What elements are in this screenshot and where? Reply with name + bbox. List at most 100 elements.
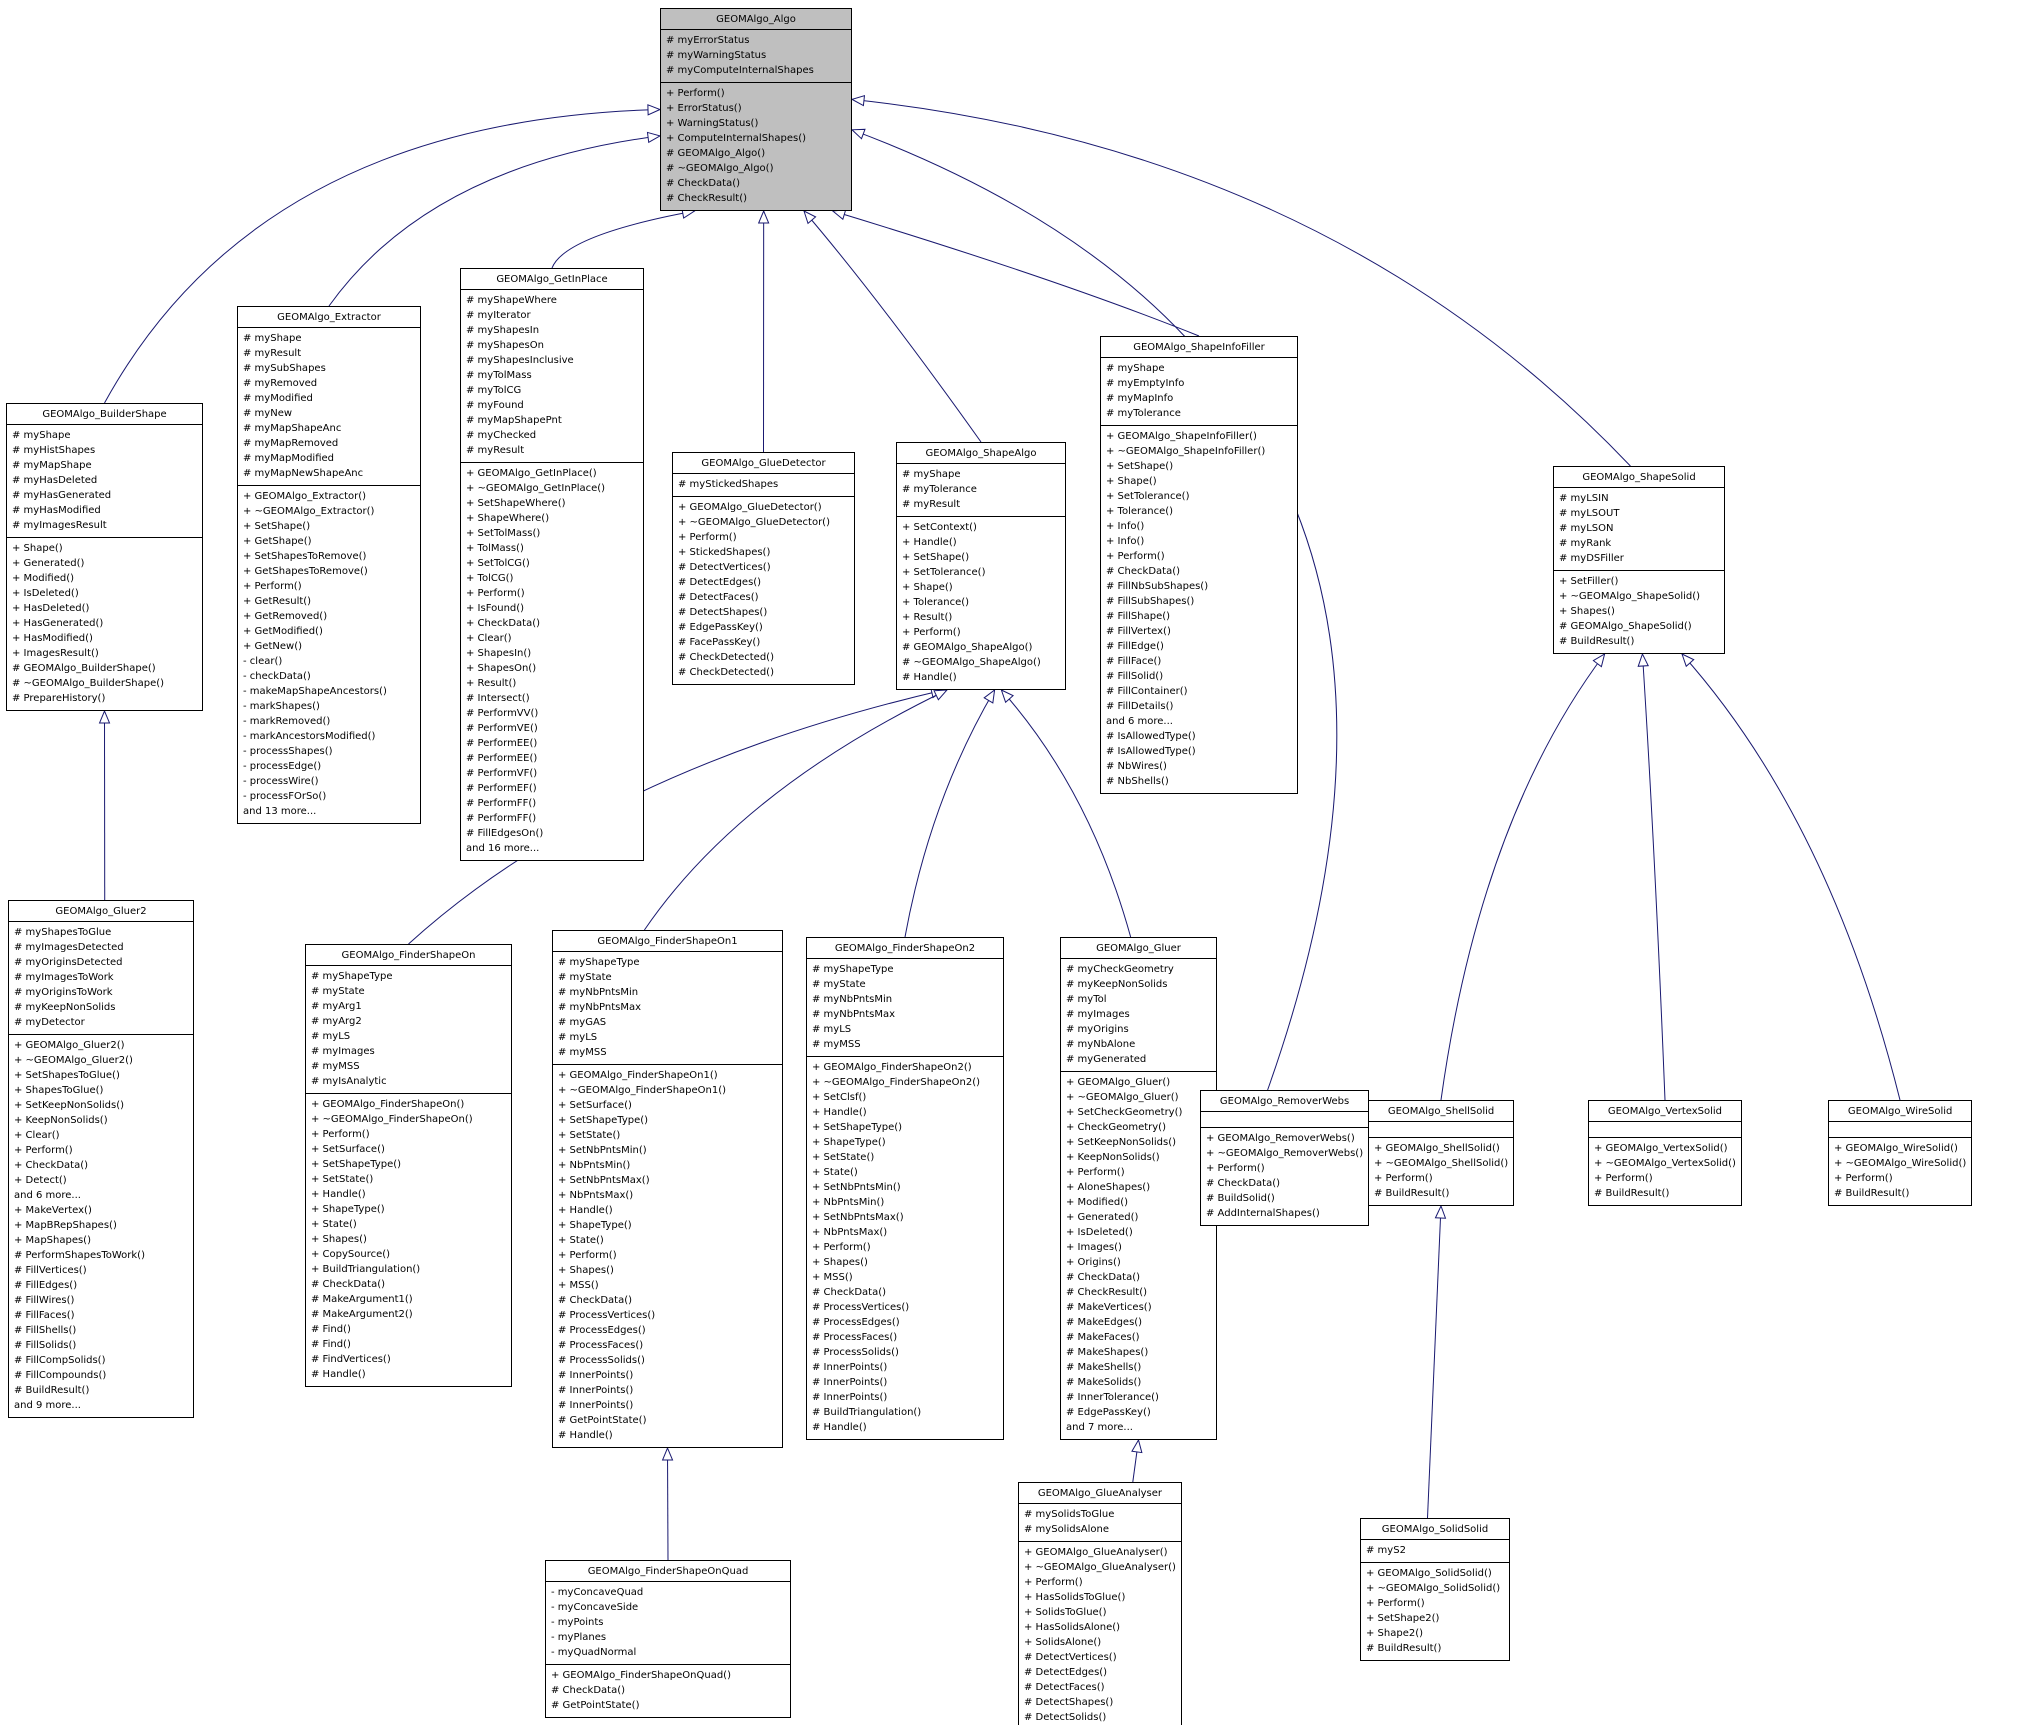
attribute-line: # myLS xyxy=(558,1032,598,1043)
method-line: + SetShapeWhere() xyxy=(466,498,566,509)
method-line: # FillVertices() xyxy=(14,1265,87,1276)
class-box-gluer2[interactable]: GEOMAlgo_Gluer2# myShapesToGlue# myImage… xyxy=(8,900,194,1418)
class-box-finder_shape_on2[interactable]: GEOMAlgo_FinderShapeOn2# myShapeType# my… xyxy=(806,937,1004,1440)
method-line: + Perform() xyxy=(666,88,725,99)
class-box-get_in_place[interactable]: GEOMAlgo_GetInPlace# myShapeWhere# myIte… xyxy=(460,268,644,861)
method-line: # MakeFaces() xyxy=(1066,1332,1140,1343)
attribute-line: # myCheckGeometry xyxy=(1066,964,1174,975)
class-box-solid_solid[interactable]: GEOMAlgo_SolidSolid# myS2+ GEOMAlgo_Soli… xyxy=(1360,1518,1510,1661)
method-line: + ~GEOMAlgo_SolidSolid() xyxy=(1366,1583,1501,1594)
method-line: + Result() xyxy=(902,612,953,623)
method-line: + Perform() xyxy=(1024,1577,1083,1588)
class-box-algo[interactable]: GEOMAlgo_Algo# myErrorStatus# myWarningS… xyxy=(660,8,852,211)
class-box-finder_shape_on_quad[interactable]: GEOMAlgo_FinderShapeOnQuad- myConcaveQua… xyxy=(545,1560,791,1718)
method-line: - markAncestorsModified() xyxy=(243,731,376,742)
attribute-line: # myOriginsDetected xyxy=(14,957,123,968)
class-box-remover_webs[interactable]: GEOMAlgo_RemoverWebs+ GEOMAlgo_RemoverWe… xyxy=(1200,1090,1370,1226)
method-line: + KeepNonSolids() xyxy=(1066,1152,1160,1163)
attribute-line: # myTolMass xyxy=(466,370,532,381)
method-line: + Perform() xyxy=(678,532,737,543)
attribute-line: # myDetector xyxy=(14,1017,85,1028)
method-line: + Shape() xyxy=(1106,476,1157,487)
method-line: + State() xyxy=(311,1219,357,1230)
class-attributes: # myShapesToGlue# myImagesDetected# myOr… xyxy=(9,922,193,1035)
attribute-line: # mySolidsToGlue xyxy=(1024,1509,1115,1520)
attribute-line: # myGenerated xyxy=(1066,1054,1147,1065)
method-line: # ~GEOMAlgo_BuilderShape() xyxy=(12,678,165,689)
class-methods: + Shape()+ Generated()+ Modified()+ IsDe… xyxy=(7,538,202,710)
method-line: # EdgePassKey() xyxy=(1066,1407,1151,1418)
attribute-line: # myTolerance xyxy=(1106,408,1181,419)
class-box-glue_detector[interactable]: GEOMAlgo_GlueDetector# myStickedShapes+ … xyxy=(672,452,855,685)
method-line: + MSS() xyxy=(812,1272,853,1283)
method-line: + Perform() xyxy=(1206,1163,1265,1174)
class-box-shell_solid[interactable]: GEOMAlgo_ShellSolid+ GEOMAlgo_ShellSolid… xyxy=(1368,1100,1515,1206)
attribute-line: # myShapesToGlue xyxy=(14,927,112,938)
method-line: + Shapes() xyxy=(1559,606,1615,617)
method-line: # DetectEdges() xyxy=(1024,1667,1108,1678)
method-line: # FindVertices() xyxy=(311,1354,391,1365)
method-line: # FillDetails() xyxy=(1106,701,1174,712)
method-line: + Perform() xyxy=(14,1145,73,1156)
class-box-vertex_solid[interactable]: GEOMAlgo_VertexSolid+ GEOMAlgo_VertexSol… xyxy=(1588,1100,1742,1206)
method-line: + HasDeleted() xyxy=(12,603,90,614)
method-line: # Find() xyxy=(311,1324,351,1335)
method-line: + HasModified() xyxy=(12,633,93,644)
class-box-glue_analyser[interactable]: GEOMAlgo_GlueAnalyser# mySolidsToGlue# m… xyxy=(1018,1482,1182,1725)
method-line: + HasGenerated() xyxy=(12,618,104,629)
method-line: + Modified() xyxy=(12,573,75,584)
class-box-builder_shape[interactable]: GEOMAlgo_BuilderShape# myShape# myHistSh… xyxy=(6,403,203,711)
method-line: # MakeEdges() xyxy=(1066,1317,1143,1328)
attribute-line: # myResult xyxy=(466,445,525,456)
method-line: + SetShapesToRemove() xyxy=(243,551,367,562)
method-line: # BuildResult() xyxy=(1366,1643,1442,1654)
method-line: # BuildResult() xyxy=(14,1385,90,1396)
class-attributes: # myShapeType# myState# myArg1# myArg2# … xyxy=(306,966,511,1094)
method-line: + Shape2() xyxy=(1366,1628,1424,1639)
attribute-line: # myRemoved xyxy=(243,378,318,389)
method-line: + NbPntsMin() xyxy=(812,1197,885,1208)
class-attributes: # myErrorStatus# myWarningStatus# myComp… xyxy=(661,30,851,83)
method-line: # FillWires() xyxy=(14,1295,75,1306)
class-attributes xyxy=(1589,1122,1741,1138)
class-title: GEOMAlgo_Extractor xyxy=(238,307,420,328)
inheritance-edge-shape_algo-to-algo xyxy=(803,210,982,443)
class-methods: + GEOMAlgo_FinderShapeOn1()+ ~GEOMAlgo_F… xyxy=(553,1065,782,1447)
attribute-line: # myShapeType xyxy=(558,957,640,968)
method-line: + ErrorStatus() xyxy=(666,103,742,114)
method-line: # ProcessFaces() xyxy=(812,1332,898,1343)
class-box-extractor[interactable]: GEOMAlgo_Extractor# myShape# myResult# m… xyxy=(237,306,421,824)
attribute-line: # myGAS xyxy=(558,1017,607,1028)
method-line: # FacePassKey() xyxy=(678,637,761,648)
method-line: + SetState() xyxy=(558,1130,621,1141)
class-box-finder_shape_on1[interactable]: GEOMAlgo_FinderShapeOn1# myShapeType# my… xyxy=(552,930,783,1448)
class-methods: + GEOMAlgo_FinderShapeOn2()+ ~GEOMAlgo_F… xyxy=(807,1057,1003,1439)
inheritance-edge-wire_solid-to-shape_solid xyxy=(1681,653,1901,1101)
method-line: + SetFiller() xyxy=(1559,576,1619,587)
method-line: - processFOrSo() xyxy=(243,791,327,802)
method-line: + SetTolerance() xyxy=(1106,491,1190,502)
class-box-gluer[interactable]: GEOMAlgo_Gluer# myCheckGeometry# myKeepN… xyxy=(1060,937,1217,1440)
method-line: + SetShape2() xyxy=(1366,1613,1440,1624)
class-box-wire_solid[interactable]: GEOMAlgo_WireSolid+ GEOMAlgo_WireSolid()… xyxy=(1828,1100,1973,1206)
method-line: + SetTolerance() xyxy=(902,567,986,578)
method-line: and 16 more... xyxy=(466,843,540,854)
method-line: + GEOMAlgo_Gluer() xyxy=(1066,1077,1171,1088)
class-box-shape_algo[interactable]: GEOMAlgo_ShapeAlgo# myShape# myTolerance… xyxy=(896,442,1066,690)
method-line: # ~GEOMAlgo_Algo() xyxy=(666,163,774,174)
class-attributes xyxy=(1369,1122,1514,1138)
method-line: # BuildResult() xyxy=(1374,1188,1450,1199)
class-attributes: # myLSIN# myLSOUT# myLSON# myRank# myDSF… xyxy=(1554,488,1724,571)
class-box-finder_shape_on[interactable]: GEOMAlgo_FinderShapeOn# myShapeType# myS… xyxy=(305,944,512,1387)
attribute-line: # myNew xyxy=(243,408,293,419)
method-line: + Info() xyxy=(1106,536,1145,547)
method-line: + IsFound() xyxy=(466,603,525,614)
class-methods: + GEOMAlgo_ShapeInfoFiller()+ ~GEOMAlgo_… xyxy=(1101,426,1297,793)
method-line: + GEOMAlgo_FinderShapeOn2() xyxy=(812,1062,972,1073)
method-line: + SetTolCG() xyxy=(466,558,530,569)
class-box-shape_info_filler[interactable]: GEOMAlgo_ShapeInfoFiller# myShape# myEmp… xyxy=(1100,336,1298,794)
attribute-line: # myImagesResult xyxy=(12,520,107,531)
class-box-shape_solid[interactable]: GEOMAlgo_ShapeSolid# myLSIN# myLSOUT# my… xyxy=(1553,466,1725,654)
method-line: # ProcessSolids() xyxy=(558,1355,645,1366)
